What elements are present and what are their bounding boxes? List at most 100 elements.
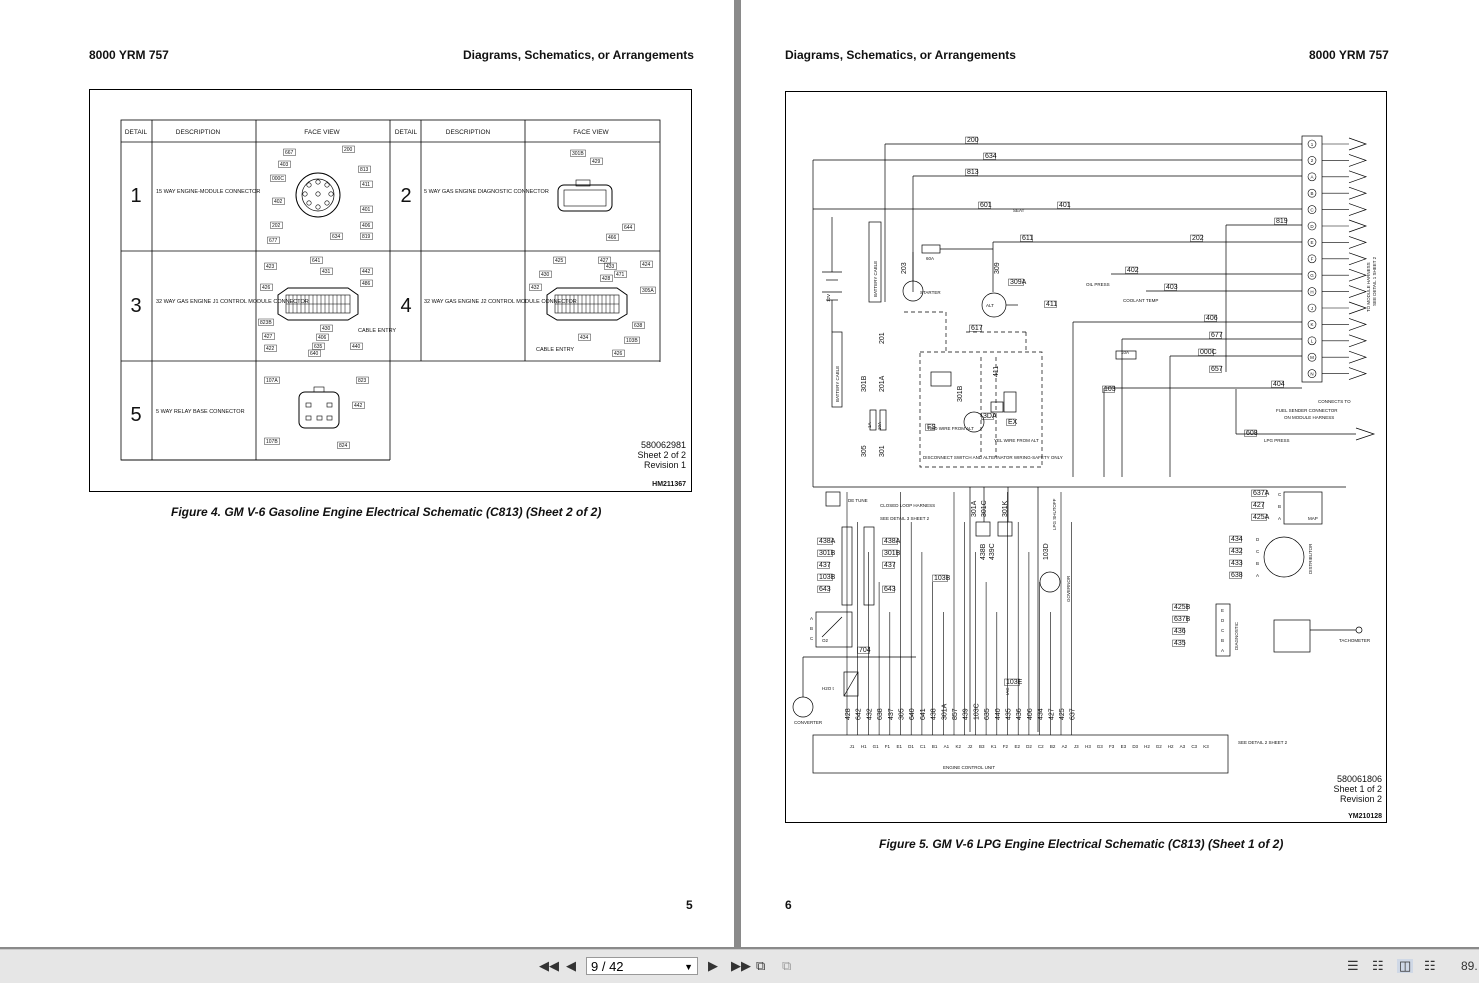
detail-num-4: 4 xyxy=(400,295,411,317)
distributor-label: DISTRIBUTOR xyxy=(1308,543,1313,574)
detail-num-2: 2 xyxy=(400,185,411,207)
detail-desc-4: 32 WAY GAS ENGINE J2 CONTROL MODULE CONN… xyxy=(424,299,577,305)
figure-4-box: DETAIL DESCRIPTION FACE VIEW DETAIL DESC… xyxy=(89,89,692,492)
terminal-label: D xyxy=(1310,224,1314,229)
see-detail-2-label: SEE DETAIL 2 SHEET 2 xyxy=(1238,740,1288,745)
d5-wire-label: 824 xyxy=(339,443,348,449)
harness-arrow xyxy=(1348,334,1368,348)
terminal-circle xyxy=(1307,205,1317,214)
d1-wire-label: 819 xyxy=(362,234,371,240)
top-wire-label: 402 xyxy=(1127,267,1139,274)
d1-wire-label: 000C xyxy=(272,176,284,182)
two-page-continuous-view-icon[interactable]: ☷ xyxy=(1424,958,1436,973)
left-wire-label-box xyxy=(817,549,833,557)
top-wire-label: 403 xyxy=(1166,284,1178,291)
detail-desc-5: 5 WAY RELAY BASE CONNECTOR xyxy=(156,409,245,415)
top-wire-label-box xyxy=(1164,283,1177,291)
d4-wire-label: 425 xyxy=(555,258,564,264)
ecu-wire-label: 434 xyxy=(1038,708,1045,720)
ecu-wire-label: 305 xyxy=(899,708,906,720)
left-drawing-number: 580062981 xyxy=(641,440,686,450)
top-wire-label-box xyxy=(1209,365,1222,373)
terminal-circle xyxy=(1307,156,1317,165)
dist-wire-label: 434 xyxy=(1231,536,1243,543)
copy-page-icon[interactable]: ⧉ xyxy=(782,958,792,973)
detail-desc-1: 15 WAY ENGINE-MODULE CONNECTOR xyxy=(156,189,260,195)
ecu-pin-label: K2 xyxy=(955,744,961,749)
ecu-wire-label: 641 xyxy=(920,708,927,720)
terminal-label: A xyxy=(1310,175,1313,180)
left-wire-label-box xyxy=(817,537,833,545)
ecu-pin-label: G2 xyxy=(1156,744,1163,749)
rotate-page-icon[interactable]: ⧉ xyxy=(756,958,766,973)
prev-page-icon[interactable]: ◀ xyxy=(566,958,576,973)
dist-pin-letter: D xyxy=(1256,537,1260,542)
terminal-circle xyxy=(1307,336,1317,346)
ecu-wire-label: 640 xyxy=(909,708,916,720)
first-page-icon[interactable]: ◀◀ xyxy=(539,958,559,973)
terminal-label: E xyxy=(1310,240,1313,245)
continuous-view-icon[interactable]: ☷ xyxy=(1372,958,1384,973)
zoom-level[interactable]: 89. xyxy=(1461,959,1478,973)
detail-num-1: 1 xyxy=(130,185,141,207)
d2-wire-label-box xyxy=(606,233,619,241)
dist-wire-label-box xyxy=(1229,535,1242,543)
disconnect-label: DISCONNECT SWITCH AND ALTERNATOR WIRING-… xyxy=(923,455,1063,460)
terminal-label: F xyxy=(1311,257,1314,262)
d3-wire-label-box xyxy=(320,324,333,332)
ecu-wire-label: 428 xyxy=(845,708,852,720)
ecu-pin-label: F3 xyxy=(1109,744,1115,749)
harness-arrow xyxy=(1348,367,1368,380)
ecu-pin-label: K1 xyxy=(991,744,997,749)
relay-wire-label: 439C xyxy=(989,543,996,560)
harness-arrow xyxy=(1348,301,1368,315)
next-page-icon[interactable]: ▶ xyxy=(708,958,718,973)
d1-wire-label: 813 xyxy=(360,167,369,173)
d4-wire-label: 638 xyxy=(634,323,643,329)
o2-pin-letter: B xyxy=(810,626,813,631)
mid-wire-label-box xyxy=(882,537,898,545)
battery-cable-label: BATTERY CABLE xyxy=(873,261,878,297)
single-page-view-icon[interactable]: ☰ xyxy=(1347,958,1359,973)
ecu-wire-label: 439 xyxy=(963,708,970,720)
ecu-pin-label: E1 xyxy=(896,744,902,749)
d4-wire-label: 432 xyxy=(531,285,540,291)
d1-wire-label: 403 xyxy=(280,162,289,168)
d1-wire-label-box xyxy=(270,174,286,182)
top-wire-label-box xyxy=(978,201,991,209)
right-header-doc-id: 8000 YRM 757 xyxy=(1309,48,1389,62)
d5-wire-label: 442 xyxy=(354,403,363,409)
mid-wire-label-box xyxy=(882,561,895,569)
page-number-input[interactable]: 9 / 42 ▼ xyxy=(586,957,698,975)
top-wire-label-box xyxy=(1102,385,1115,393)
d1-wire-label-box xyxy=(270,221,283,229)
vertical-wire-label: 203 xyxy=(901,262,908,274)
top-wire-label-box xyxy=(1271,380,1284,388)
to-module-label: TO MODULE HARNESS xyxy=(1366,262,1371,312)
map-wire-label: 427 xyxy=(1253,502,1265,509)
chevron-down-icon[interactable]: ▼ xyxy=(684,962,693,972)
o2-pin-letter: C xyxy=(810,636,814,641)
mid-wire-label: 301B xyxy=(884,550,901,557)
ecu-pin-label: C1 xyxy=(920,744,926,749)
lpg-press-label: LPG PRESS xyxy=(1264,438,1290,443)
ecu-wire-label: 642 xyxy=(856,708,863,720)
left-ref-id: HM211367 xyxy=(652,481,686,488)
ecu-wire-label: 857 xyxy=(952,708,959,720)
last-page-icon[interactable]: ▶▶ xyxy=(731,958,751,973)
col-detail-2: DETAIL xyxy=(395,129,418,136)
dist-wire-label: 638 xyxy=(1231,572,1243,579)
iac-wire-label-box xyxy=(1004,678,1020,686)
two-page-view-icon[interactable]: ◫ xyxy=(1397,958,1414,973)
page-indicator: 9 / 42 xyxy=(591,959,624,974)
diag-pin-letter: B xyxy=(1221,638,1224,643)
harness-arrow xyxy=(1348,285,1368,298)
terminal-circle xyxy=(1307,139,1317,149)
d4-wire-label: 428 xyxy=(602,276,611,282)
top-wire-label: 60A xyxy=(926,256,934,261)
terminal-label: J xyxy=(1311,306,1313,311)
diag-pin-letter: D xyxy=(1221,618,1225,623)
ecu-wire-label: 435 xyxy=(1006,708,1013,720)
